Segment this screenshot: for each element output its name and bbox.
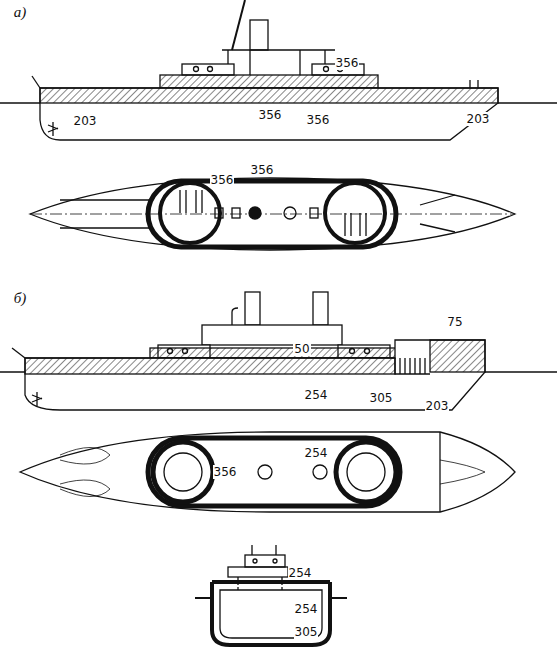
thickness-number: 254 — [294, 602, 319, 616]
thickness-number: 50 — [293, 342, 310, 356]
figure-letter: а) — [13, 5, 28, 19]
thickness-number: 356 — [335, 56, 360, 70]
thickness-number: 305 — [294, 625, 319, 639]
figure-letter: б) — [13, 291, 28, 305]
thickness-number: 254 — [288, 566, 313, 580]
thickness-number: 203 — [466, 112, 491, 126]
thickness-number: 254 — [304, 446, 329, 460]
thickness-number: 356 — [258, 108, 283, 122]
thickness-number: 356 — [213, 465, 238, 479]
thickness-number: 203 — [425, 399, 450, 413]
thickness-number: 75 — [446, 315, 463, 329]
thickness-number: 356 — [210, 173, 235, 187]
thickness-number: 305 — [369, 391, 394, 405]
thickness-number: 356 — [306, 113, 331, 127]
thickness-number: 203 — [73, 114, 98, 128]
thickness-number: 356 — [250, 163, 275, 177]
thickness-number: 254 — [304, 388, 329, 402]
